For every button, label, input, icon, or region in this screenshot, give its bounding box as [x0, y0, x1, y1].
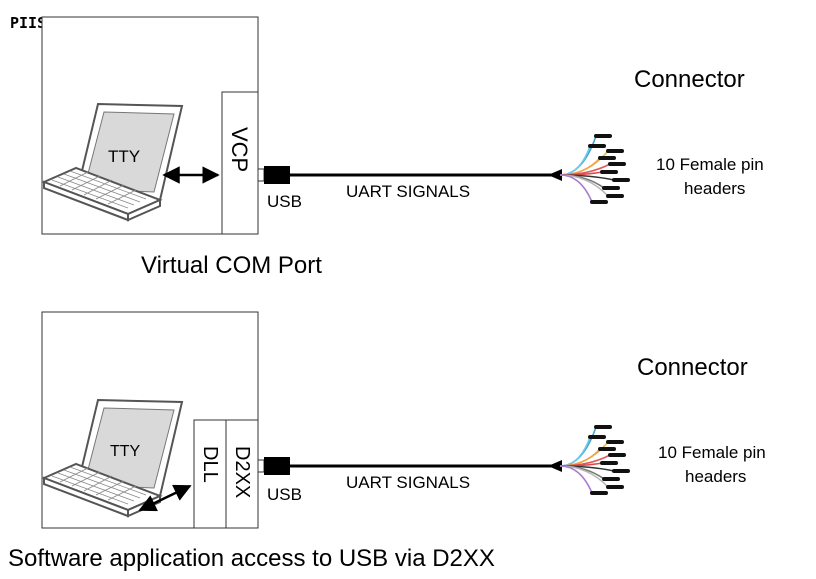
top-laptop-label: TTY	[108, 147, 140, 166]
jumper-wire	[559, 426, 597, 467]
jumper-wire	[559, 174, 593, 203]
bottom-connector-title: Connector	[637, 354, 748, 381]
bottom-usb-plug	[264, 457, 290, 475]
top-usb-tip	[257, 168, 265, 182]
bottom-usb-label: USB	[267, 485, 302, 504]
bottom-wire-fanout	[559, 425, 630, 495]
top-cable-label: UART SIGNALS	[346, 182, 470, 201]
jumper-wire	[559, 145, 591, 176]
bottom-laptop-label: TTY	[110, 443, 141, 460]
top-diagram: VCP TTY USB UART SIGNALS Connector 10 Fe…	[41, 16, 764, 279]
dll-box	[193, 419, 227, 529]
bottom-headers-line1: 10 Female pin	[658, 443, 766, 462]
bottom-cable-end	[548, 460, 562, 472]
top-cable-end	[548, 169, 562, 181]
bottom-headers-line2: headers	[685, 467, 746, 486]
d2xx-label: D2XX	[231, 446, 253, 498]
bottom-diagram: DLL D2XX TTY USB UART SIGNALS Connector …	[8, 311, 766, 572]
bottom-bidirectional-arrow	[138, 484, 192, 512]
jumper-wire	[559, 436, 591, 467]
jumper-wire	[559, 135, 597, 176]
top-caption: Virtual COM Port	[141, 252, 322, 279]
dll-label: DLL	[199, 446, 221, 483]
top-connector-title: Connector	[634, 66, 745, 93]
vcp-driver-box	[221, 91, 259, 235]
jumper-wire	[559, 465, 593, 494]
d2xx-box	[225, 419, 259, 529]
vcp-label: VCP	[227, 127, 252, 172]
top-usb-label: USB	[267, 192, 302, 211]
top-wire-fanout	[559, 134, 630, 204]
bottom-caption: Software application access to USB via D…	[8, 545, 495, 572]
top-headers-line2: headers	[684, 179, 745, 198]
top-headers-line1: 10 Female pin	[656, 155, 764, 174]
bottom-usb-tip	[257, 459, 265, 473]
bottom-cable-label: UART SIGNALS	[346, 473, 470, 492]
top-usb-plug	[264, 166, 290, 184]
